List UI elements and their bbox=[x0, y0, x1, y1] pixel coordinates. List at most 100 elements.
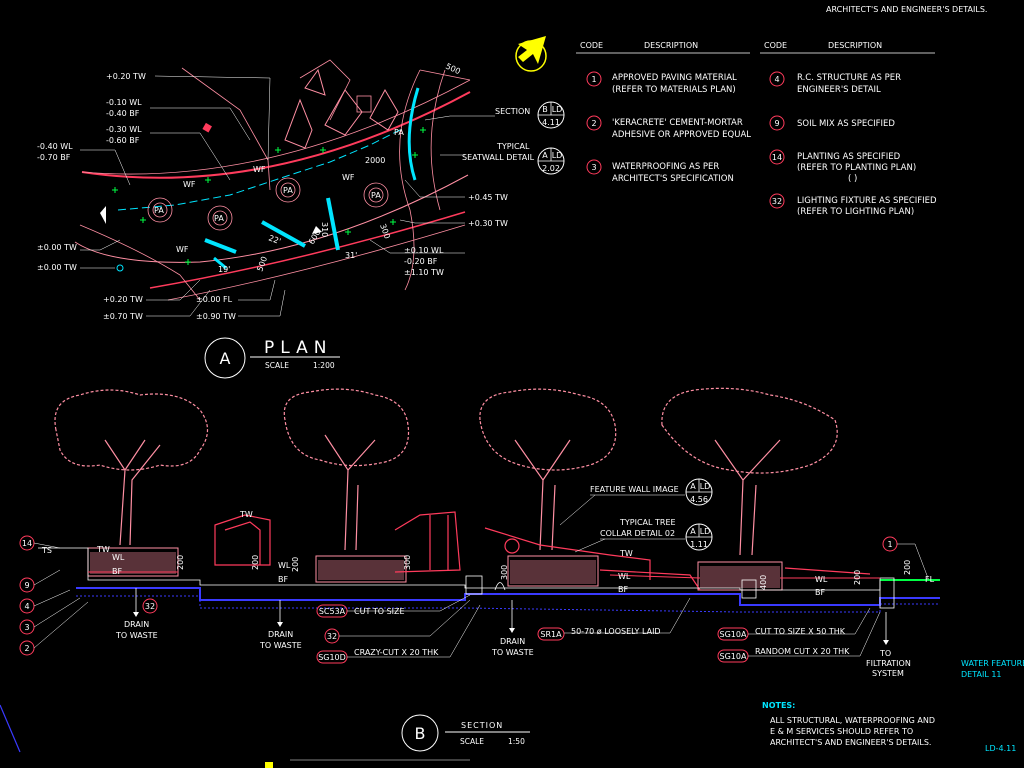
svg-text:4: 4 bbox=[24, 602, 29, 611]
svg-text:19': 19' bbox=[218, 265, 230, 274]
svg-text:CUT TO SIZE: CUT TO SIZE bbox=[354, 607, 405, 616]
legend-desc-header-2: DESCRIPTION bbox=[828, 41, 882, 50]
level-label: ±0.90 TW bbox=[196, 312, 236, 321]
seatwall-reference: TYPICAL SEATWALL DETAIL A LD 2.02 bbox=[462, 142, 565, 175]
svg-text:DRAIN: DRAIN bbox=[124, 620, 149, 629]
svg-text:1: 1 bbox=[887, 540, 892, 549]
legend: CODE DESCRIPTION CODE DESCRIPTION 1 APPR… bbox=[576, 41, 937, 217]
svg-text:3: 3 bbox=[24, 623, 29, 632]
svg-text:R.C. STRUCTURE AS PER: R.C. STRUCTURE AS PER bbox=[797, 73, 901, 83]
svg-text:A: A bbox=[542, 151, 548, 160]
svg-text:PLANTING AS SPECIFIED: PLANTING AS SPECIFIED bbox=[797, 152, 901, 162]
svg-text:BF: BF bbox=[278, 575, 288, 584]
svg-text:TW: TW bbox=[96, 545, 110, 554]
svg-text:ENGINEER'S DETAIL: ENGINEER'S DETAIL bbox=[797, 85, 881, 95]
level-label: -0.30 WL bbox=[106, 125, 142, 134]
svg-text:'KERACRETE' CEMENT-MORTAR: 'KERACRETE' CEMENT-MORTAR bbox=[612, 118, 743, 128]
svg-text:TO WASTE: TO WASTE bbox=[491, 648, 534, 657]
svg-text:A: A bbox=[220, 349, 231, 368]
svg-text:SCALE: SCALE bbox=[265, 361, 289, 370]
level-label: -0.20 BF bbox=[404, 257, 438, 266]
svg-text:300: 300 bbox=[378, 223, 392, 240]
svg-text:BF: BF bbox=[815, 588, 825, 597]
svg-text:31': 31' bbox=[345, 251, 357, 260]
svg-text:200: 200 bbox=[853, 570, 862, 585]
svg-text:TO WASTE: TO WASTE bbox=[259, 641, 302, 650]
svg-text:DRAIN: DRAIN bbox=[500, 637, 525, 646]
level-label: -0.70 BF bbox=[37, 153, 71, 162]
tree-trunks bbox=[104, 434, 781, 556]
svg-text:200: 200 bbox=[176, 555, 185, 570]
level-label: ±0.00 FL bbox=[196, 295, 233, 304]
sheet-number: LD-4.11 bbox=[985, 744, 1016, 753]
svg-text:WF: WF bbox=[183, 180, 196, 189]
level-label: ±0.70 TW bbox=[103, 312, 143, 321]
svg-text:22': 22' bbox=[267, 233, 282, 246]
svg-text:14: 14 bbox=[22, 539, 32, 548]
svg-text:RANDOM CUT X 20 THK: RANDOM CUT X 20 THK bbox=[755, 647, 850, 656]
svg-text:32: 32 bbox=[327, 632, 337, 641]
svg-text:A: A bbox=[690, 527, 696, 536]
svg-text:DRAIN: DRAIN bbox=[268, 630, 293, 639]
svg-text:4: 4 bbox=[774, 75, 779, 84]
svg-text:ARCHITECT'S AND ENGINEER'S DET: ARCHITECT'S AND ENGINEER'S DETAILS. bbox=[770, 738, 931, 747]
svg-text:32: 32 bbox=[145, 602, 155, 611]
planters bbox=[87, 547, 783, 591]
svg-text:WATERPROOFING AS PER: WATERPROOFING AS PER bbox=[612, 162, 719, 172]
legend-item-9: 9 SOIL MIX AS SPECIFIED bbox=[769, 115, 895, 131]
svg-text:4.56: 4.56 bbox=[690, 495, 708, 504]
svg-text:( ): ( ) bbox=[848, 174, 857, 184]
filtration-label: TO FILTRATION SYSTEM bbox=[866, 612, 911, 678]
legend-desc-header: DESCRIPTION bbox=[644, 41, 698, 50]
svg-text:500: 500 bbox=[444, 62, 462, 77]
svg-text:2: 2 bbox=[24, 644, 29, 653]
svg-text:WL: WL bbox=[112, 553, 125, 562]
notes-block: NOTES: ALL STRUCTURAL, WATERPROOFING AND… bbox=[762, 701, 935, 747]
svg-text:LD: LD bbox=[700, 527, 711, 536]
legend-item-3: 3 WATERPROOFING AS PER ARCHITECT'S SPECI… bbox=[586, 159, 734, 184]
svg-text:LD: LD bbox=[552, 105, 563, 114]
legend-item-2: 2 'KERACRETE' CEMENT-MORTAR ADHESIVE OR … bbox=[586, 115, 751, 140]
level-label: ±0.00 TW bbox=[37, 243, 77, 252]
svg-text:WF: WF bbox=[342, 173, 355, 182]
svg-text:2.02: 2.02 bbox=[542, 164, 560, 173]
section-title: SECTION bbox=[461, 721, 503, 730]
svg-text:B: B bbox=[542, 105, 548, 114]
legend-item-14: 14 PLANTING AS SPECIFIED (REFER TO PLANT… bbox=[769, 149, 916, 184]
svg-text:TO: TO bbox=[879, 649, 891, 658]
svg-text:CRAZY-CUT X 20 THK: CRAZY-CUT X 20 THK bbox=[354, 648, 439, 657]
feature-walls bbox=[214, 511, 871, 591]
svg-text:SEATWALL DETAIL: SEATWALL DETAIL bbox=[462, 153, 535, 162]
legend-code-header: CODE bbox=[580, 41, 603, 50]
level-label: +0.20 TW bbox=[103, 295, 143, 304]
svg-text:WL: WL bbox=[278, 561, 291, 570]
svg-text:1: 1 bbox=[591, 75, 596, 84]
svg-text:TS: TS bbox=[41, 546, 52, 555]
svg-text:4.11: 4.11 bbox=[542, 118, 560, 127]
svg-text:(REFER TO LIGHTING PLAN): (REFER TO LIGHTING PLAN) bbox=[797, 207, 914, 217]
plan-title: PLAN bbox=[264, 338, 332, 358]
svg-text:SG10A: SG10A bbox=[720, 652, 747, 661]
svg-text:2: 2 bbox=[591, 119, 596, 128]
svg-text:200: 200 bbox=[291, 557, 300, 572]
level-label: +0.30 TW bbox=[468, 219, 508, 228]
svg-text:WL: WL bbox=[618, 572, 631, 581]
svg-text:300: 300 bbox=[500, 565, 509, 580]
svg-text:PA: PA bbox=[154, 206, 164, 215]
section-reference: SECTION B LD 4.11 bbox=[495, 101, 565, 129]
svg-text:TO WASTE: TO WASTE bbox=[115, 631, 158, 640]
svg-text:FL: FL bbox=[925, 575, 935, 584]
svg-text:FILTRATION: FILTRATION bbox=[866, 659, 911, 668]
level-label: ±0.00 TW bbox=[37, 263, 77, 272]
svg-text:32: 32 bbox=[772, 197, 782, 206]
svg-text:FEATURE WALL IMAGE: FEATURE WALL IMAGE bbox=[590, 485, 679, 494]
svg-text:PA: PA bbox=[283, 186, 293, 195]
drain-labels: DRAIN TO WASTE DRAIN TO WASTE DRAIN TO W… bbox=[115, 588, 534, 657]
svg-text:TW: TW bbox=[239, 510, 253, 519]
svg-text:2000: 2000 bbox=[365, 156, 385, 165]
legend-code-header-2: CODE bbox=[764, 41, 787, 50]
tree-collar-reference: TYPICAL TREE COLLAR DETAIL 02 A LD 1.11 bbox=[574, 518, 713, 553]
level-label: ±0.10 WL bbox=[404, 246, 444, 255]
level-label: -0.40 BF bbox=[106, 109, 140, 118]
svg-text:(REFER TO PLANTING PLAN): (REFER TO PLANTING PLAN) bbox=[797, 163, 916, 173]
